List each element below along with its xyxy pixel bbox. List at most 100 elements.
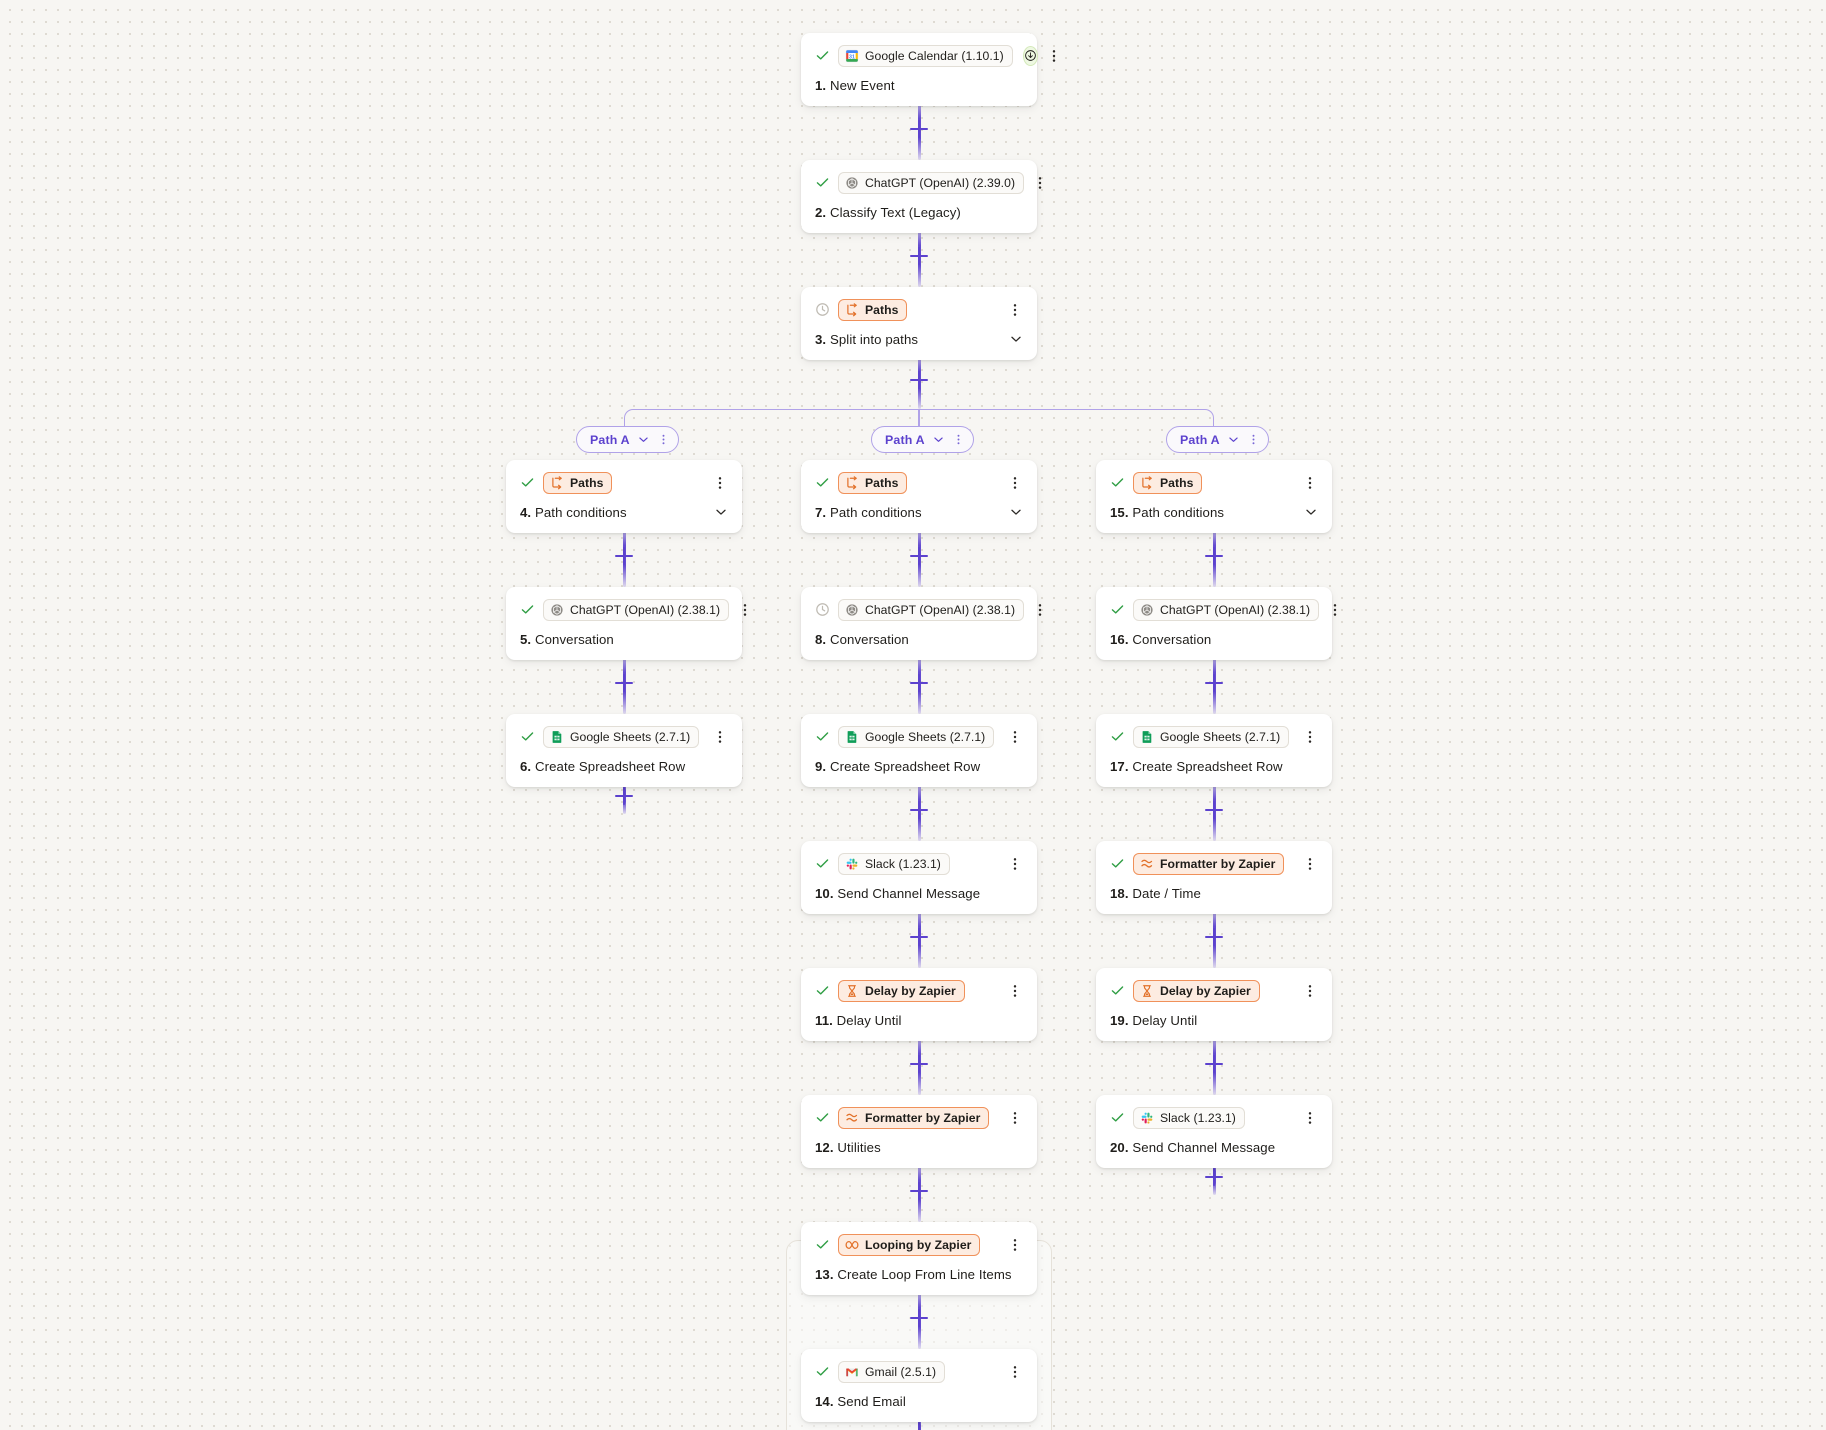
add-step-button[interactable] [910, 546, 928, 565]
more-options-icon[interactable] [1007, 1110, 1023, 1126]
add-step-button[interactable] [910, 927, 928, 946]
more-options-icon[interactable] [1032, 175, 1048, 191]
add-step-button[interactable] [910, 1422, 928, 1430]
app-chip[interactable]: Paths [543, 471, 613, 494]
app-chip[interactable]: Paths [838, 471, 908, 494]
step-title: 4. Path conditions [520, 504, 627, 520]
workflow-step-card[interactable]: Slack (1.23.1)20. Send Channel Message [1096, 1095, 1332, 1168]
step-header: ChatGPT (OpenAI) (2.39.0) [815, 171, 1042, 194]
workflow-step-card[interactable]: ChatGPT (OpenAI) (2.38.1)8. Conversation [801, 587, 1042, 660]
add-step-button[interactable] [910, 371, 928, 389]
app-chip[interactable]: ChatGPT (OpenAI) (2.38.1) [1133, 598, 1320, 621]
chevron-down-icon[interactable] [714, 505, 728, 519]
more-options-icon[interactable] [1302, 856, 1318, 872]
more-options-icon[interactable] [712, 475, 728, 491]
app-chip[interactable]: ChatGPT (OpenAI) (2.38.1) [838, 598, 1025, 621]
more-options-icon[interactable] [1302, 1110, 1318, 1126]
add-step-button[interactable] [910, 119, 928, 138]
more-options-icon[interactable] [657, 433, 670, 446]
chevron-down-icon[interactable] [637, 433, 650, 446]
add-step-button[interactable] [1205, 1168, 1223, 1186]
add-step-button[interactable] [910, 246, 928, 265]
more-options-icon[interactable] [712, 729, 728, 745]
app-chip[interactable]: Google Sheets (2.7.1) [838, 725, 995, 748]
more-options-icon[interactable] [1302, 983, 1318, 999]
workflow-step-card[interactable]: Paths 4. Path conditions [506, 460, 742, 533]
app-chip[interactable]: Google Sheets (2.7.1) [543, 725, 700, 748]
more-options-icon[interactable] [1007, 1364, 1023, 1380]
run-trigger-button[interactable] [1022, 45, 1038, 66]
chevron-down-icon[interactable] [1009, 505, 1023, 519]
more-options-icon[interactable] [1007, 1237, 1023, 1253]
app-chip[interactable]: Slack (1.23.1) [1133, 1106, 1245, 1129]
step-title: 12. Utilities [815, 1139, 881, 1155]
app-chip[interactable]: ChatGPT (OpenAI) (2.39.0) [838, 171, 1025, 194]
app-chip[interactable]: Slack (1.23.1) [838, 852, 950, 875]
app-chip[interactable]: Gmail (2.5.1) [838, 1360, 946, 1383]
more-options-icon[interactable] [1302, 729, 1318, 745]
more-options-icon[interactable] [1007, 475, 1023, 491]
success-check-icon [816, 478, 829, 487]
more-options-icon[interactable] [1247, 433, 1260, 446]
more-options-icon[interactable] [952, 433, 965, 446]
app-chip[interactable]: Google Sheets (2.7.1) [1133, 725, 1290, 748]
workflow-step-card[interactable]: ChatGPT (OpenAI) (2.38.1)16. Conversatio… [1096, 587, 1337, 660]
workflow-step-card[interactable]: Slack (1.23.1)10. Send Channel Message [801, 841, 1037, 914]
workflow-step-card[interactable]: Formatter by Zapier 12. Utilities [801, 1095, 1037, 1168]
app-chip[interactable]: Delay by Zapier [1133, 979, 1260, 1002]
more-options-icon[interactable] [1032, 602, 1048, 618]
add-step-button[interactable] [910, 1308, 928, 1327]
app-chip[interactable]: Paths [838, 298, 908, 321]
add-step-button[interactable] [1205, 673, 1223, 692]
add-step-button[interactable] [910, 800, 928, 819]
workflow-step-card[interactable]: ChatGPT (OpenAI) (2.38.1)5. Conversation [506, 587, 747, 660]
more-options-icon[interactable] [1302, 475, 1318, 491]
path-label-pill[interactable]: Path A [871, 426, 974, 453]
app-chip[interactable]: Looping by Zapier [838, 1233, 981, 1256]
workflow-step-card[interactable]: ChatGPT (OpenAI) (2.39.0)2. Classify Tex… [801, 160, 1042, 233]
chevron-down-icon[interactable] [932, 433, 945, 446]
more-options-icon[interactable] [1007, 856, 1023, 872]
app-chip[interactable]: Formatter by Zapier [838, 1106, 990, 1129]
chevron-down-icon[interactable] [1304, 505, 1318, 519]
app-chip[interactable]: Delay by Zapier [838, 979, 965, 1002]
add-step-button[interactable] [615, 787, 633, 805]
add-step-button[interactable] [615, 673, 633, 692]
path-label-pill[interactable]: Path A [1166, 426, 1269, 453]
workflow-step-card[interactable]: Google Sheets (2.7.1)9. Create Spreadshe… [801, 714, 1037, 787]
more-options-icon[interactable] [1007, 729, 1023, 745]
add-step-button[interactable] [1205, 546, 1223, 565]
add-step-button[interactable] [910, 1054, 928, 1073]
more-options-icon[interactable] [1007, 983, 1023, 999]
chevron-down-icon[interactable] [1227, 433, 1240, 446]
app-chip[interactable]: Paths [1133, 471, 1203, 494]
add-step-button[interactable] [1205, 800, 1223, 819]
workflow-step-card[interactable]: Gmail (2.5.1)14. Send Email [801, 1349, 1037, 1422]
app-chip[interactable]: ChatGPT (OpenAI) (2.38.1) [543, 598, 730, 621]
more-options-icon[interactable] [1007, 302, 1023, 318]
add-step-button[interactable] [910, 673, 928, 692]
more-options-icon[interactable] [1046, 48, 1062, 64]
step-title-row: 4. Path conditions [520, 503, 728, 521]
add-step-button[interactable] [1205, 927, 1223, 946]
add-step-button[interactable] [910, 1181, 928, 1200]
more-options-icon[interactable] [737, 602, 753, 618]
add-step-button[interactable] [1205, 1054, 1223, 1073]
workflow-step-card[interactable]: Google Sheets (2.7.1)6. Create Spreadshe… [506, 714, 742, 787]
add-step-button[interactable] [615, 546, 633, 565]
workflow-step-card[interactable]: Google Sheets (2.7.1)17. Create Spreadsh… [1096, 714, 1332, 787]
app-chip[interactable]: Formatter by Zapier [1133, 852, 1285, 875]
path-label-pill[interactable]: Path A [576, 426, 679, 453]
chevron-down-icon[interactable] [1009, 332, 1023, 346]
more-options-icon[interactable] [1327, 602, 1343, 618]
